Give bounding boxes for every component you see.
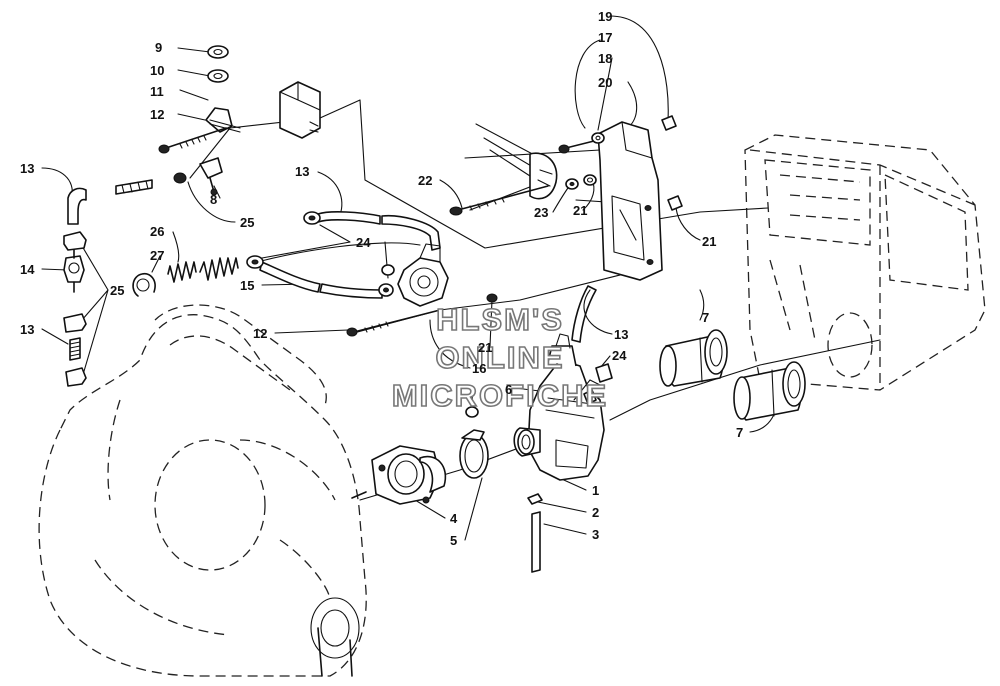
callout-15: 15 bbox=[240, 278, 254, 293]
mounting-bracket bbox=[558, 115, 683, 281]
callout-leaders bbox=[41, 15, 777, 541]
callout-12: 12 bbox=[253, 326, 267, 341]
callout-11: 11 bbox=[150, 84, 164, 99]
hose-clamp bbox=[459, 429, 489, 479]
throttle-housing bbox=[449, 123, 597, 216]
callout-27: 27 bbox=[150, 248, 164, 263]
callout-24: 24 bbox=[356, 235, 371, 250]
callout-7: 7 bbox=[702, 310, 709, 325]
callout-16: 16 bbox=[472, 361, 486, 376]
callout-5: 5 bbox=[450, 533, 457, 548]
callout-19: 19 bbox=[598, 9, 612, 24]
callout-3: 3 bbox=[592, 527, 599, 542]
watermark: HLSM'S ONLINE MICROFICHE bbox=[391, 301, 608, 414]
intake-flange bbox=[351, 445, 447, 505]
callout-9: 9 bbox=[155, 40, 162, 55]
carburetor bbox=[465, 285, 613, 573]
callout-13: 13 bbox=[20, 161, 34, 176]
callout-23: 23 bbox=[534, 205, 548, 220]
callout-14: 14 bbox=[20, 262, 35, 277]
callout-13: 13 bbox=[614, 327, 628, 342]
callout-13: 13 bbox=[295, 164, 309, 179]
fuel-pump bbox=[246, 211, 498, 337]
intake-boots bbox=[659, 329, 806, 421]
callout-25: 25 bbox=[240, 215, 254, 230]
callout-8: 8 bbox=[210, 192, 217, 207]
air-box-phantom bbox=[744, 134, 986, 391]
callout-10: 10 bbox=[150, 63, 164, 78]
springs-clip bbox=[132, 257, 239, 297]
callout-25: 25 bbox=[110, 283, 124, 298]
callout-21: 21 bbox=[573, 203, 587, 218]
callout-labels: 9 10 11 12 13 8 25 14 25 13 26 27 13 24 … bbox=[20, 9, 743, 548]
callout-1: 1 bbox=[592, 483, 599, 498]
callout-21: 21 bbox=[478, 340, 492, 355]
callout-22: 22 bbox=[418, 173, 432, 188]
callout-4: 4 bbox=[450, 511, 458, 526]
callout-13: 13 bbox=[20, 322, 34, 337]
callout-7: 7 bbox=[736, 425, 743, 440]
watermark-line-2: ONLINE bbox=[435, 340, 564, 375]
callout-24: 24 bbox=[612, 348, 627, 363]
watermark-line-1: HLSM'S bbox=[436, 302, 564, 337]
engine-phantom bbox=[38, 304, 367, 677]
throttle-hardware bbox=[115, 45, 241, 196]
fuel-line-left bbox=[63, 187, 87, 387]
callout-20: 20 bbox=[598, 75, 612, 90]
callout-26: 26 bbox=[150, 224, 164, 239]
callout-17: 17 bbox=[598, 30, 612, 45]
callout-2: 2 bbox=[592, 505, 599, 520]
relay-box bbox=[279, 81, 321, 139]
callout-21: 21 bbox=[702, 234, 716, 249]
callout-18: 18 bbox=[598, 51, 612, 66]
callout-12: 12 bbox=[150, 107, 164, 122]
callout-6: 6 bbox=[505, 382, 512, 397]
watermark-line-3: MICROFICHE bbox=[392, 378, 608, 413]
